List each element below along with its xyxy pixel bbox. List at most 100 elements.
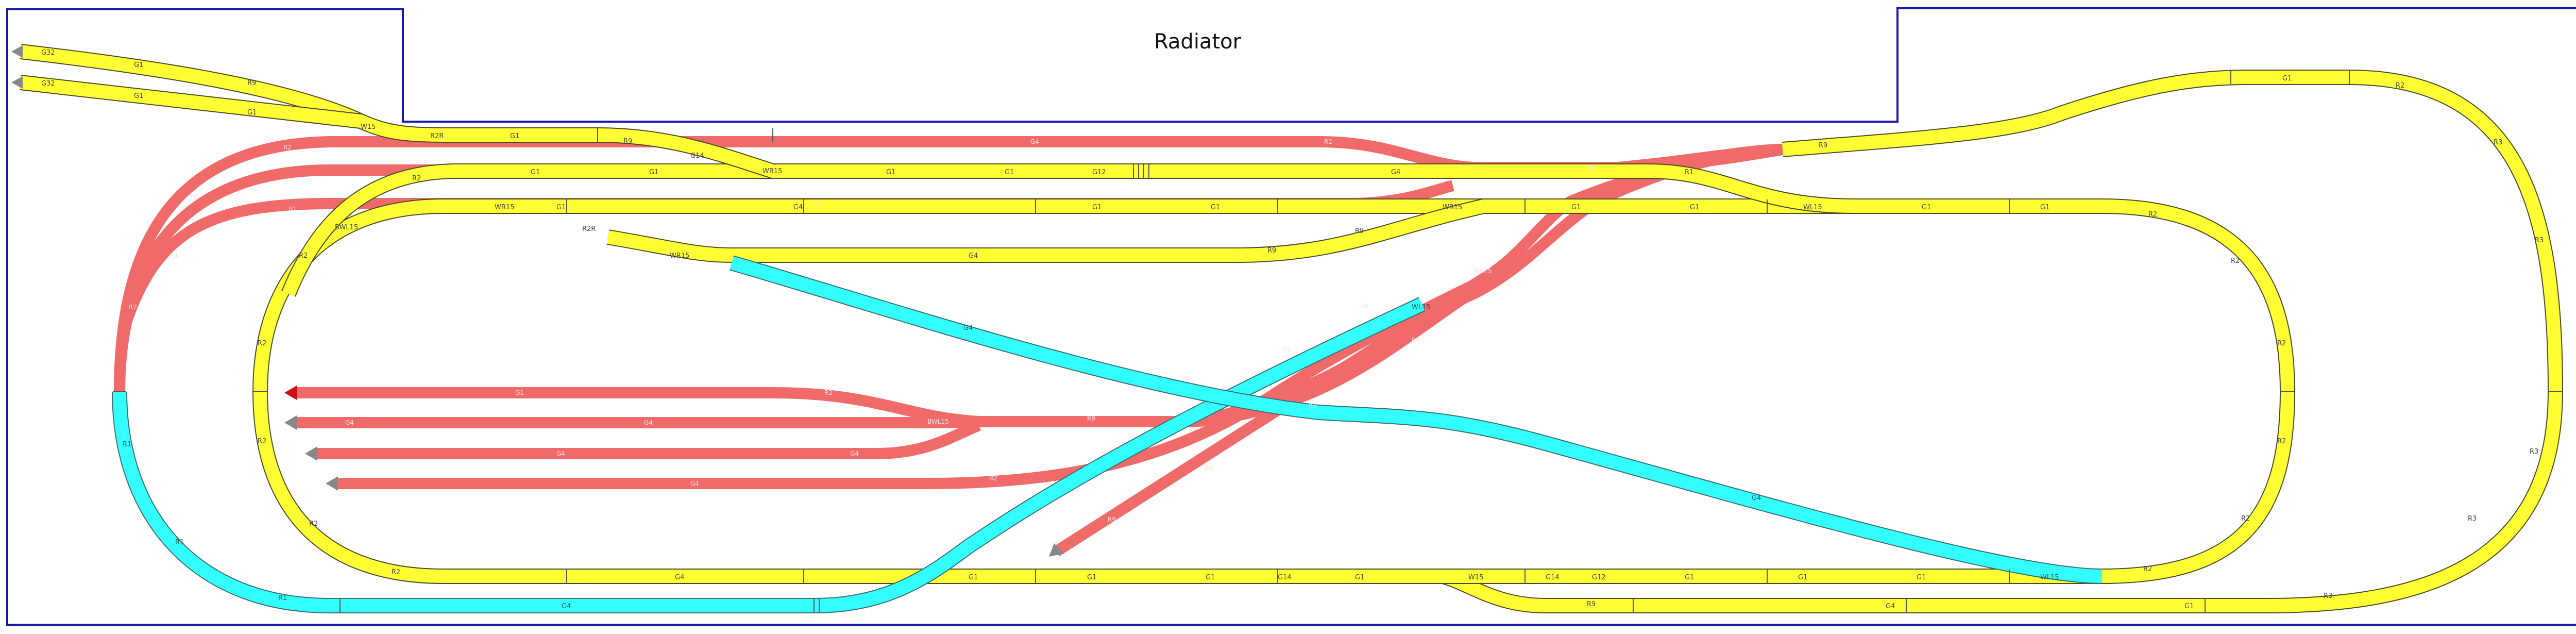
svg-text:R9: R9 [1360,303,1368,310]
svg-text:R3: R3 [2468,515,2477,523]
svg-text:BWL15: BWL15 [335,224,358,231]
svg-text:G1: G1 [1685,574,1694,581]
svg-text:R2: R2 [258,438,266,445]
arrow-left-icon [284,415,297,430]
svg-text:R2: R2 [412,175,421,182]
svg-text:W15: W15 [361,123,376,131]
svg-text:G4: G4 [969,252,978,260]
svg-text:G1: G1 [247,109,257,116]
svg-text:G14: G14 [690,152,704,160]
svg-text:G12: G12 [1592,574,1606,581]
main-loop-tracks [20,44,2564,613]
svg-text:R9: R9 [1587,600,1596,608]
red-track-upper-1[interactable] [114,136,1783,392]
svg-text:R2: R2 [2396,82,2404,90]
track-segment-ticks [113,71,2562,612]
svg-text:G1: G1 [1005,169,1014,176]
svg-text:WL15: WL15 [1803,204,1822,211]
red-track-upper-3[interactable] [118,180,1454,332]
svg-text:G4: G4 [1752,494,1761,502]
svg-text:G1: G1 [1092,204,1101,211]
svg-text:G1: G1 [556,204,566,211]
svg-text:G1: G1 [1211,204,1220,211]
svg-text:R3: R3 [2324,592,2332,600]
crossover-tracks [112,255,2103,613]
svg-text:G1: G1 [886,169,895,176]
svg-text:G1: G1 [1798,574,1807,581]
svg-text:G4: G4 [814,200,823,207]
svg-text:R2: R2 [1324,138,1332,145]
radiator-label: Radiator [1154,30,1242,54]
svg-text:R2: R2 [283,144,292,151]
red-track-yard-2[interactable] [294,416,979,428]
svg-text:R2: R2 [258,340,266,347]
svg-text:R1: R1 [170,252,178,259]
svg-text:G1: G1 [969,574,978,581]
svg-text:G4: G4 [963,324,973,332]
svg-text:R9: R9 [1819,142,1827,149]
svg-text:G32: G32 [41,49,55,57]
arrow-left-icon [11,76,23,89]
svg-text:R1: R1 [289,206,297,213]
svg-text:WL15: WL15 [1412,304,1431,311]
svg-text:R2: R2 [2277,438,2286,445]
svg-text:R9: R9 [1283,346,1291,353]
yellow-stub-approach-2[interactable] [20,76,362,128]
svg-text:R9: R9 [1267,247,1276,255]
svg-text:G4: G4 [690,480,699,487]
svg-text:G4: G4 [1886,603,1895,610]
yellow-outer-loop[interactable] [938,71,2563,612]
svg-text:R2: R2 [989,475,997,482]
yellow-inner-loop[interactable] [253,199,2295,583]
svg-text:G1: G1 [134,61,143,69]
svg-text:G4: G4 [850,450,859,457]
arrow-left-icon [11,45,23,58]
svg-text:WR15: WR15 [762,168,782,175]
yellow-through-track[interactable] [282,164,1855,296]
svg-text:R9: R9 [1206,464,1214,472]
svg-text:WR15: WR15 [1443,204,1462,211]
svg-text:G4: G4 [793,204,803,211]
cyan-track-diagonal[interactable] [730,256,2103,583]
svg-text:W15: W15 [1468,574,1483,581]
svg-text:G1: G1 [2282,75,2292,82]
svg-text:G1: G1 [510,132,519,140]
svg-text:G1: G1 [2184,603,2194,610]
svg-text:BWL15: BWL15 [927,418,949,425]
svg-text:G1: G1 [649,169,658,176]
arrow-left-icon [326,476,338,491]
svg-text:G4: G4 [556,450,565,457]
svg-text:R2R: R2R [430,132,444,140]
svg-text:R9: R9 [1108,516,1116,523]
svg-text:R9: R9 [1412,337,1420,344]
svg-text:R2: R2 [2143,565,2152,573]
svg-text:WR15: WR15 [1473,268,1492,275]
svg-text:G1: G1 [515,389,524,396]
svg-text:R2: R2 [2277,340,2286,347]
svg-text:R3: R3 [2530,448,2538,456]
svg-text:R9: R9 [1309,403,1317,410]
svg-text:G14: G14 [1546,574,1560,581]
svg-text:G4: G4 [1391,169,1400,176]
siding-tracks [114,136,1784,557]
svg-text:G1: G1 [1355,574,1364,581]
red-track-yard-3[interactable] [314,420,981,459]
cyan-track-left[interactable] [113,298,1425,612]
svg-text:R2: R2 [299,252,308,260]
svg-text:G14: G14 [1278,574,1292,581]
room-outline [6,7,2576,626]
svg-text:R3: R3 [2535,237,2544,244]
yellow-spur[interactable] [606,199,1485,262]
svg-text:R3: R3 [2494,139,2502,146]
arrow-down-left-icon [1049,543,1064,557]
red-track-connector[interactable] [1194,144,1783,427]
track-labels: G32 G32 G1 G1 R9 G1 W15 R2R G1 R9 G14 WR… [41,49,2544,610]
svg-text:G1: G1 [1922,204,1931,211]
svg-text:G1: G1 [2040,204,2049,211]
svg-text:R1: R1 [1685,169,1693,176]
svg-text:G1: G1 [531,169,540,176]
svg-text:G4: G4 [644,419,653,426]
yellow-stub-approach[interactable] [20,45,775,178]
svg-text:G1: G1 [1087,574,1096,581]
